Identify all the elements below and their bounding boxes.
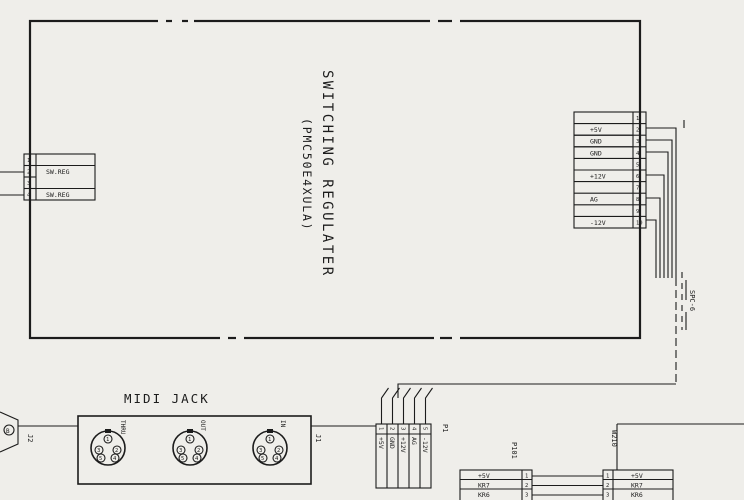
p1-pin-number: 5 [422,427,428,430]
din-pin-number: 1 [268,437,271,443]
left-connector-signal: SW.REG [46,168,70,176]
din-pin-number: 3 [97,448,100,454]
midi-jack-outline [77,415,312,485]
p1-pin-signal: GND [388,437,396,449]
din-pin-number: 5 [99,456,102,462]
regulator-title: SWITCHING REGULATER [319,70,335,278]
din-pin-number: 3 [259,448,262,454]
din-pin-number: 5 [261,456,264,462]
p101-pin-signal: KR6 [478,491,490,499]
side-jack-label: B [6,428,10,435]
connector-p101: P101 1 +5V 2 KR7 3 KR6 [459,442,603,500]
din-pin-number: 2 [115,448,118,454]
din-pin-number: 4 [195,456,199,462]
w210-pin-signal: KR6 [631,491,643,499]
din-pin-number: 1 [106,437,109,443]
regulator-pin-signal: -12V [590,219,606,227]
regulator-pin-number: 10 [636,220,643,226]
midi-port-label: IN [279,420,286,428]
din-pin-number: 4 [113,456,117,462]
midi-title: MIDI JACK [124,391,210,406]
regulator-pin-signal: GND [590,149,602,157]
w210-pin-signal: +5V [631,472,643,480]
left-connector-signal: SW.REG [46,191,70,199]
p101-pin-number: 2 [525,483,528,489]
left-connector-pin-number: 2 [27,170,30,176]
regulator-pin-number: 9 [636,209,639,215]
regulator-pin-signal: AG [590,196,598,204]
p101-pin-signal: +5V [478,472,490,480]
regulator-pin-number: 2 [636,128,639,134]
regulator-pin-number: 8 [636,197,639,203]
regulator-model: (PMC50E4XULA) [300,118,314,231]
regulator-pin-number: 3 [636,139,639,145]
regulator-pin-number: 5 [636,162,639,168]
midi-jack-ref: J1 [314,434,322,442]
din-pin-number: 5 [181,456,184,462]
cable-label: SPC-6 [688,290,696,311]
regulator-pin-number: 6 [636,174,639,180]
midi-port-label: OUT [199,420,206,431]
midi-din-jack: 12 3 4 5 THRU [90,420,126,466]
p1-pin-number: 3 [400,427,406,430]
p1-pin-number: 4 [411,427,417,431]
left-connector-pin-number: 3 [27,181,30,187]
switching-regulator: SWITCHING REGULATER (PMC50E4XULA) [28,18,642,341]
side-jack-ref: J2 [26,434,34,442]
p1-pin-number: 2 [389,427,395,430]
din-pin-number: 4 [275,456,279,462]
connector-w210: W210 1 +5V 2 KR7 3 KR6 [602,423,744,500]
midi-port-label: THRU [119,420,126,435]
regulator-pin-number: 4 [636,151,640,157]
left-connector-pin-number: 4 [27,193,31,199]
w210-pin-number: 3 [606,493,609,499]
side-jack-j2: B J2 [0,411,78,453]
p101-label: P101 [510,442,518,459]
midi-din-jack: 12 3 4 5 IN [252,420,288,466]
regulator-pin-signal: +5V [590,126,602,134]
w210-pin-signal: KR7 [631,482,643,490]
p1-pin-signal: -12V [421,437,429,453]
regulator-pin-number: 7 [636,186,639,192]
p101-pin-number: 1 [525,474,528,480]
w210-pin-number: 1 [606,474,609,480]
p101-pin-number: 3 [525,493,528,499]
regulator-pin-number: 1 [636,116,639,122]
p1-pin-signal: AG [410,437,418,445]
regulator-outline [28,19,642,340]
regulator-pin-signal: GND [590,138,602,146]
p101-pin-signal: KR7 [478,482,490,490]
left-connector-pin-number: 1 [27,158,30,164]
p1-pin-signal: +5V [377,437,385,449]
din-pin-number: 2 [277,448,280,454]
regulator-pin-signal: +12V [590,173,606,181]
wire-bundle: SPC-6 [397,120,696,398]
p1-label: P1 [441,424,449,432]
din-pin-number: 2 [197,448,200,454]
midi-din-jack: 12 3 4 5 OUT [172,420,208,466]
p1-pin-signal: +12V [399,437,407,453]
w210-pin-number: 2 [606,483,609,489]
din-pin-number: 3 [179,448,182,454]
din-pin-number: 1 [188,437,191,443]
p1-pin-number: 1 [378,427,384,430]
w210-label: W210 [610,430,618,447]
